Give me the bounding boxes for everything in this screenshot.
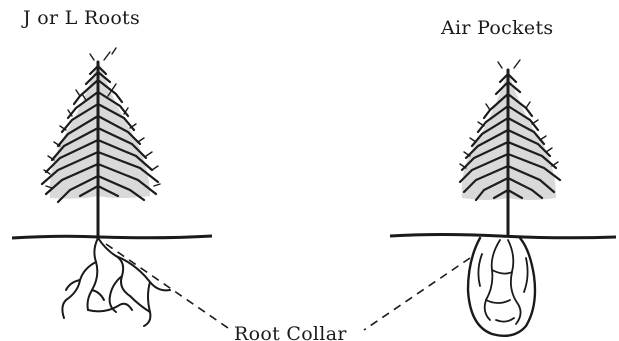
- root-collar-label: Root Collar: [234, 323, 347, 341]
- root-collar-callout-lines: [106, 244, 470, 330]
- left-diagram-title: J or L Roots: [23, 7, 140, 29]
- right-root-ball: [468, 238, 535, 336]
- left-ground-line: [12, 236, 212, 238]
- left-root-system: [62, 238, 170, 326]
- right-ground-line: [390, 235, 616, 238]
- right-diagram-title: Air Pockets: [441, 17, 553, 39]
- left-tree-icon: [42, 48, 160, 238]
- left-callout-line: [106, 244, 228, 328]
- right-callout-line: [364, 258, 470, 330]
- right-tree-icon: [460, 60, 560, 236]
